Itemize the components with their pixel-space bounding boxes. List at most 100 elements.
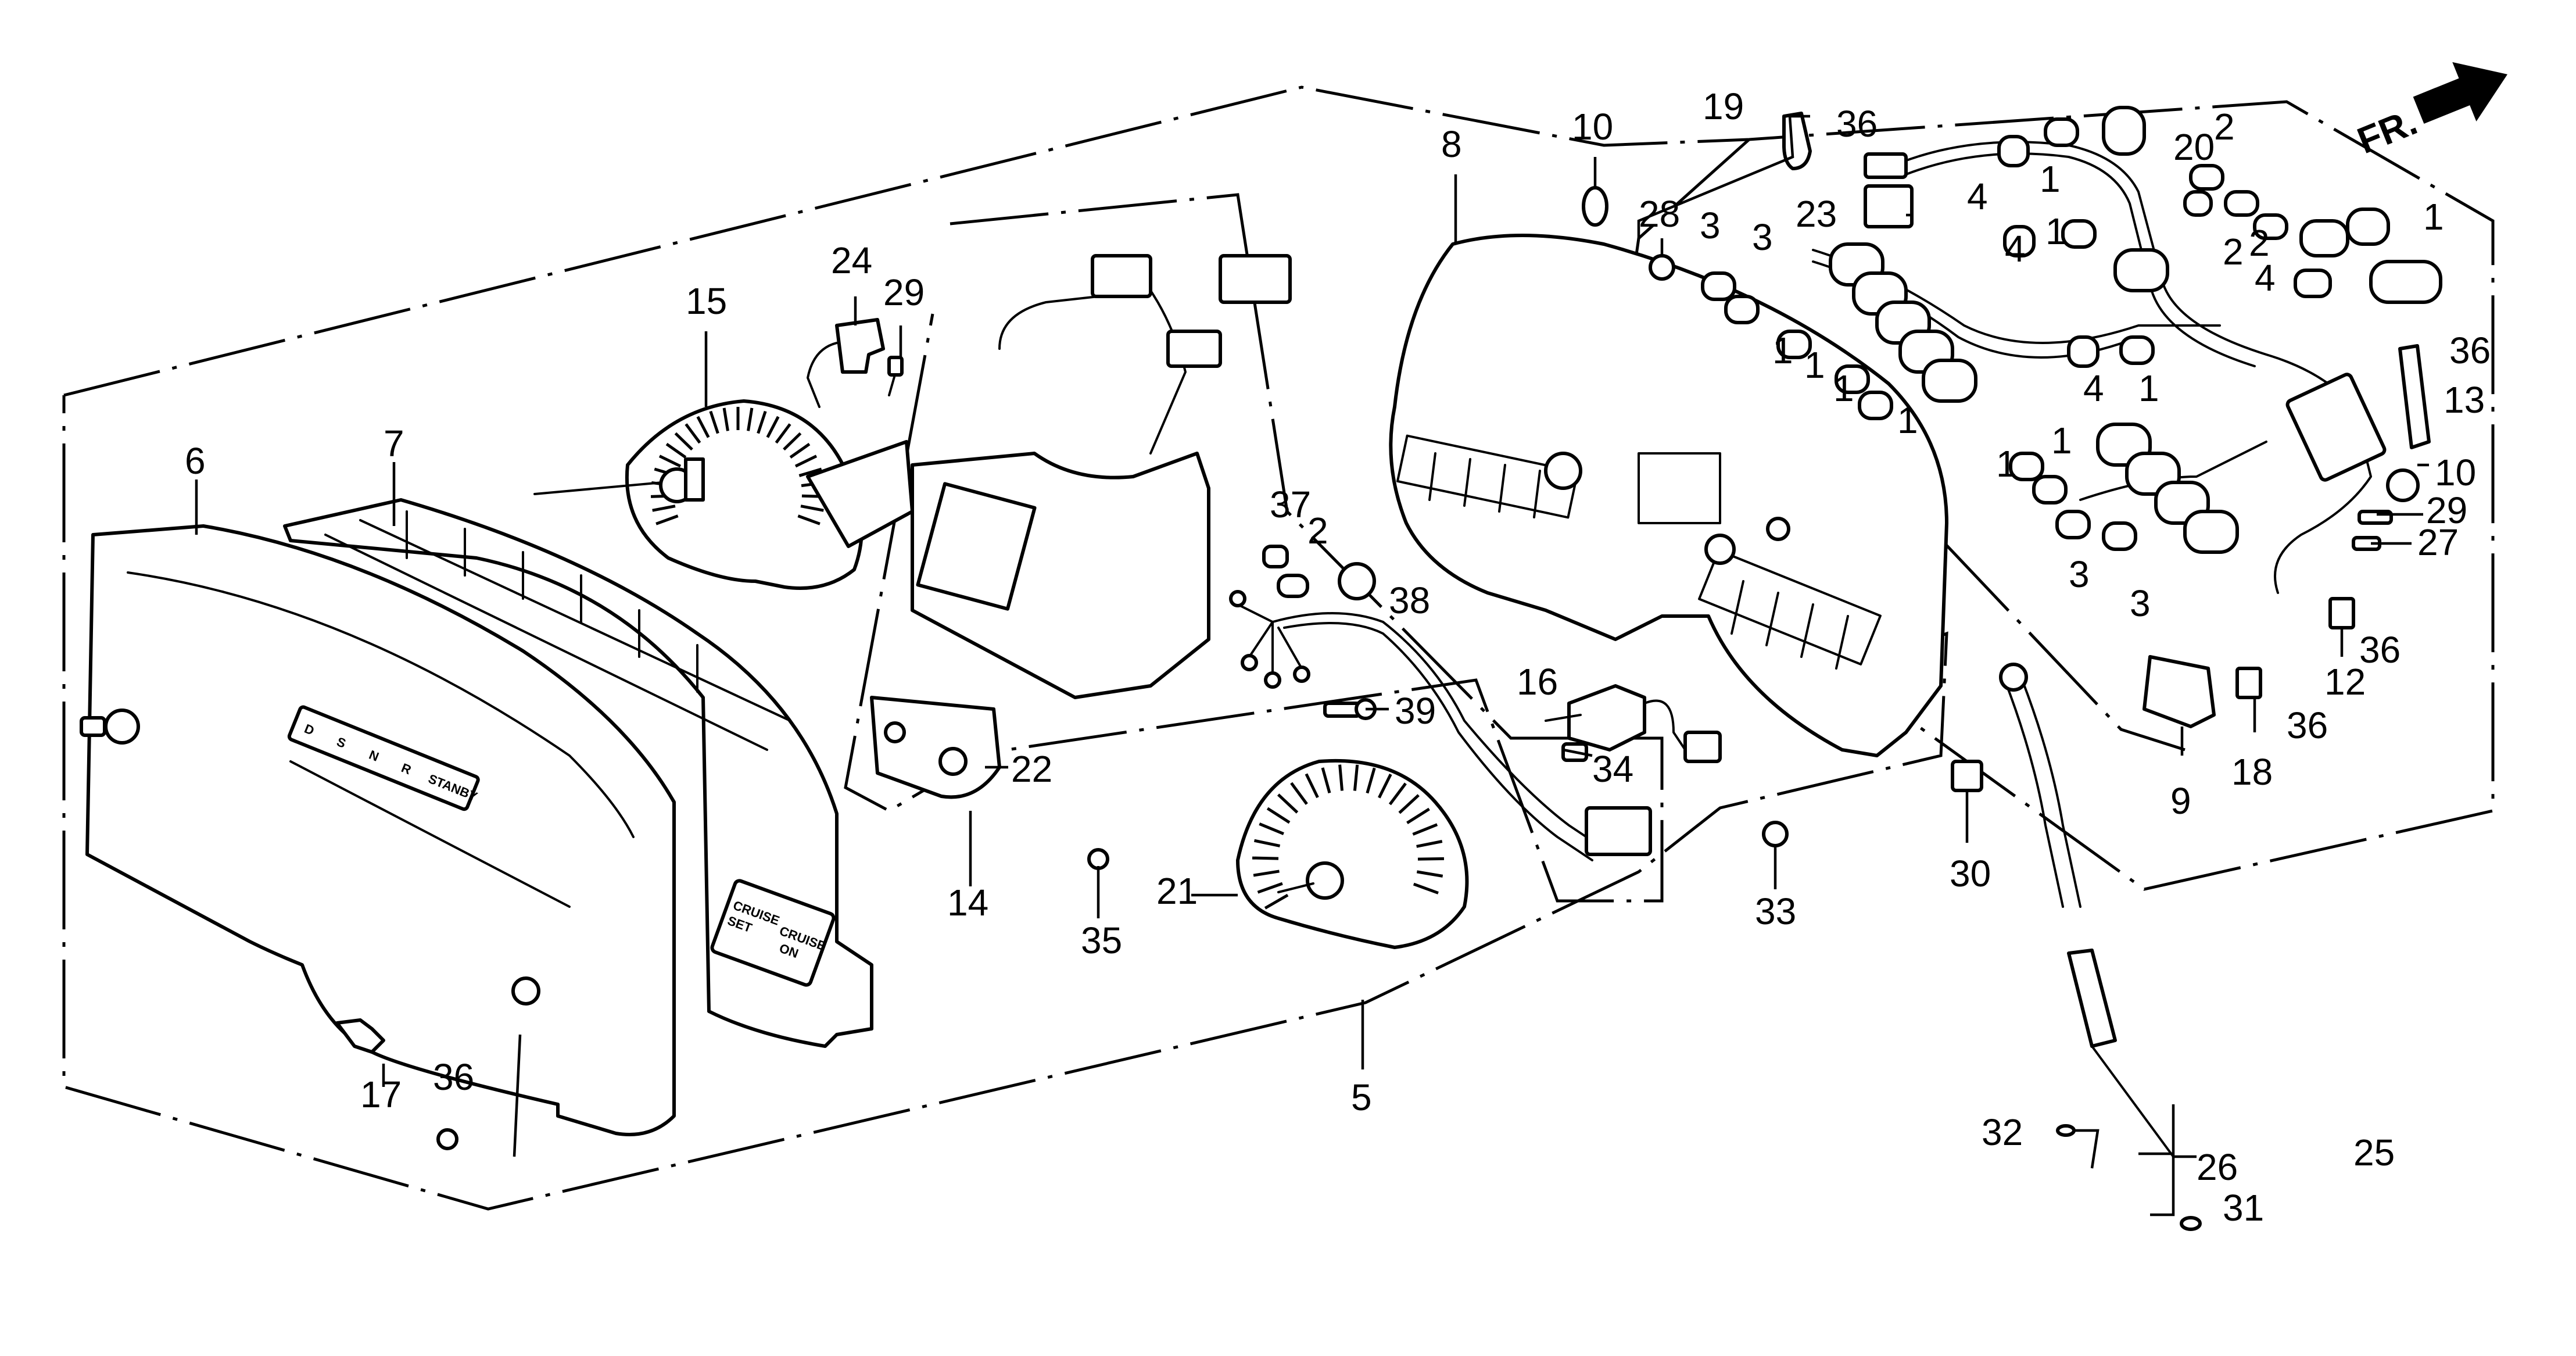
callout-19: 19 (1703, 85, 1744, 127)
part-6-meter-lens (80, 524, 676, 1136)
part-29-screw-upper (887, 356, 904, 396)
callout-33: 33 (1755, 890, 1796, 932)
callout-24: 24 (831, 239, 872, 281)
part-21-speedometer (1236, 758, 1469, 949)
tachometer-tick (783, 432, 802, 451)
part-38-sub-harness (1229, 590, 1652, 861)
speedometer-tick (1290, 782, 1308, 805)
callout-10: 10 (2435, 452, 2476, 493)
part-35-screw (1087, 848, 1109, 870)
speedometer-tick (1416, 840, 1443, 848)
tachometer-tick (722, 407, 729, 431)
socket-mid (1338, 562, 1376, 600)
callout-2: 2 (2214, 106, 2235, 148)
callout-1: 1 (1772, 330, 1793, 371)
shift-indicator-panel: D S N R STANBY (287, 705, 480, 811)
part-2-bulb-mid (1277, 574, 1309, 598)
callout-9: 9 (2170, 780, 2191, 822)
speedometer-tick (1321, 767, 1331, 794)
part-23-connector (1864, 184, 1914, 228)
callout-5: 5 (1351, 1076, 1372, 1118)
callout-34: 34 (1592, 748, 1633, 790)
tachometer-tick (757, 410, 767, 434)
callout-4: 4 (2255, 257, 2276, 299)
part-31-washer (2180, 1216, 2202, 1231)
callout-20: 20 (2173, 126, 2215, 168)
callout-2: 2 (1307, 510, 1328, 552)
speedometer-tick (1253, 839, 1281, 847)
tachometer-tick (800, 505, 824, 512)
speedometer-tick (1388, 782, 1407, 806)
part-33-screw (1762, 821, 1789, 847)
tachometer-tick (747, 407, 754, 431)
callout-4: 4 (2083, 367, 2104, 409)
callout-36: 36 (2287, 704, 2328, 746)
speedometer-tick (1412, 823, 1438, 836)
callout-37: 37 (1270, 484, 1311, 525)
callout-1: 1 (1833, 367, 1854, 409)
callout-1: 1 (2051, 420, 2072, 461)
callout-31: 31 (2223, 1187, 2264, 1229)
part-10-grommet-right (2386, 468, 2420, 502)
callout-6: 6 (185, 440, 206, 482)
speedometer-tick (1277, 793, 1299, 814)
callout-1: 1 (1897, 399, 1918, 441)
tachometer-tick (766, 416, 780, 438)
speedometer-tick (1416, 870, 1443, 878)
part-16-trip-switch (1545, 684, 1722, 763)
arrow-right-icon (2413, 62, 2508, 124)
part-14-gauge-assembly (911, 254, 1292, 699)
callout-7: 7 (384, 423, 404, 464)
part-28-nut (1649, 254, 1675, 281)
callout-22: 22 (1011, 748, 1052, 790)
callout-8: 8 (1441, 123, 1462, 165)
callout-3: 3 (2130, 582, 2151, 624)
callout-25: 25 (2353, 1132, 2395, 1173)
part-25-speedometer-cable (1999, 663, 2174, 1158)
speedometer-tick (1398, 794, 1420, 814)
callout-2: 2 (2249, 222, 2270, 264)
tachometer-tick (794, 455, 818, 468)
callout-3: 3 (2069, 553, 2090, 595)
callout-1: 1 (1996, 443, 2017, 485)
part-22-gauge (870, 696, 1001, 799)
part-13-connector-holder (2285, 344, 2431, 482)
part-17-trip-knob (335, 1018, 385, 1054)
callout-28: 28 (1639, 193, 1680, 235)
part-18-clip (2235, 667, 2262, 699)
callout-30: 30 (1950, 853, 1991, 895)
callout-21: 21 (1156, 870, 1198, 912)
speedometer-tick (1417, 857, 1445, 861)
assembly-outline-14 (844, 193, 1664, 903)
callout-26: 26 (2197, 1146, 2238, 1188)
callout-4: 4 (1967, 176, 1988, 217)
callout-14: 14 (947, 882, 988, 924)
callout-36: 36 (2449, 330, 2491, 371)
speedometer-tick (1338, 764, 1344, 791)
tachometer-tick (658, 455, 682, 468)
speedometer-tick (1413, 882, 1439, 895)
tachometer-tick (685, 423, 701, 444)
callout-12: 12 (2324, 661, 2366, 703)
callout-16: 16 (1517, 661, 1558, 703)
part-12-clip (2328, 597, 2355, 629)
speedometer-tick (1264, 893, 1289, 910)
callout-32: 32 (1982, 1111, 2023, 1153)
part-24-connector (807, 318, 885, 408)
part-39-screw (1323, 698, 1377, 720)
callout-15: 15 (686, 280, 727, 322)
part-32-bolt (2056, 1124, 2076, 1137)
part-9-bracket (2143, 655, 2216, 728)
tachometer-tick (797, 514, 821, 525)
leader-lines (195, 115, 2429, 1217)
speedometer-tick (1257, 882, 1283, 894)
tachometer-tick (798, 467, 822, 477)
tachometer-tick (696, 416, 710, 438)
callout-3: 3 (1700, 205, 1721, 246)
tachometer-tick (775, 423, 791, 444)
speedometer-tick (1266, 807, 1291, 824)
part-36-screw-lower-left (436, 1128, 458, 1150)
callout-36: 36 (1836, 103, 1878, 145)
tachometer-tick (652, 505, 676, 512)
